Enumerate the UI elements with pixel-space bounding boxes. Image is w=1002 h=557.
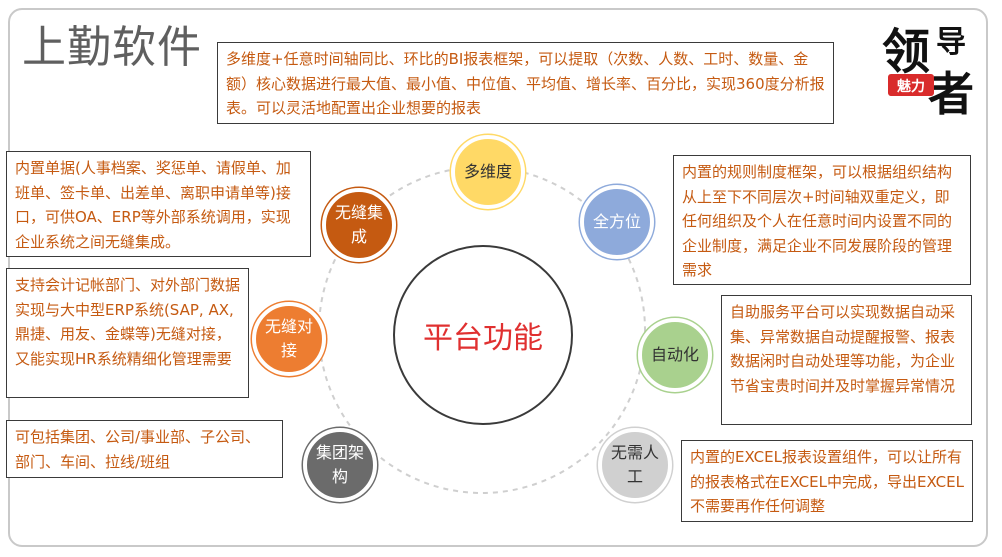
feature-label: 多维度 (464, 162, 513, 181)
feature-circle-automation: 自动化 (638, 318, 712, 392)
desc-group-structure: 可包括集团、公司/事业部、子公司、部门、车间、拉线/班组 (6, 420, 283, 478)
desc-seamless-docking: 支持会计记帐部门、对外部门数据实现与大中型ERP系统(SAP, AX,鼎捷、用友… (6, 268, 249, 398)
logo: 领 导 者 魅力 (882, 24, 974, 116)
feature-label: 集团架构 (316, 443, 365, 486)
feature-label: 无需人工 (611, 443, 660, 486)
desc-all-round: 内置的规则制度框架，可以根据组织结构从上至下不同层次+时间轴双重定义，即任何组织… (673, 155, 971, 285)
logo-badge-bg (888, 74, 934, 96)
logo-badge-text: 魅力 (897, 78, 925, 95)
feature-circle-no-manual: 无需人工 (598, 428, 672, 502)
feature-circle-group-structure: 集团架构 (303, 428, 377, 502)
logo-main-char-1: 领 (882, 24, 930, 80)
desc-no-manual: 内置的EXCEL报表设置组件，可以让所有的报表格式在EXCEL中完成，导出EXC… (681, 440, 973, 522)
feature-circle-seamless-integration: 无缝集成 (322, 188, 396, 262)
feature-label: 全方位 (593, 212, 642, 231)
page-title: 上勤软件 (22, 22, 202, 73)
logo-main-char-3: 者 (928, 67, 974, 116)
desc-seamless-integration: 内置单据(人事档案、奖惩单、请假单、加班单、签卡单、出差单、离职申请单等)接口，… (6, 151, 311, 257)
feature-label: 自动化 (651, 345, 700, 364)
logo-main-char-2: 导 (936, 25, 966, 60)
feature-label: 无缝对接 (265, 317, 314, 360)
feature-circle-all-round: 全方位 (580, 185, 654, 259)
desc-automation: 自助服务平台可以实现数据自动采集、异常数据自动提醒报警、报表数据闲时自动处理等功… (721, 295, 972, 425)
feature-label: 无缝集成 (335, 203, 384, 246)
desc-multidimensional: 多维度+任意时间轴同比、环比的BI报表框架，可以提取（次数、人数、工时、数量、金… (217, 42, 834, 124)
feature-circle-multidimensional: 多维度 (451, 135, 525, 209)
feature-circle-seamless-docking: 无缝对接 (252, 302, 326, 376)
center-platform-function: 平台功能 (393, 245, 573, 425)
